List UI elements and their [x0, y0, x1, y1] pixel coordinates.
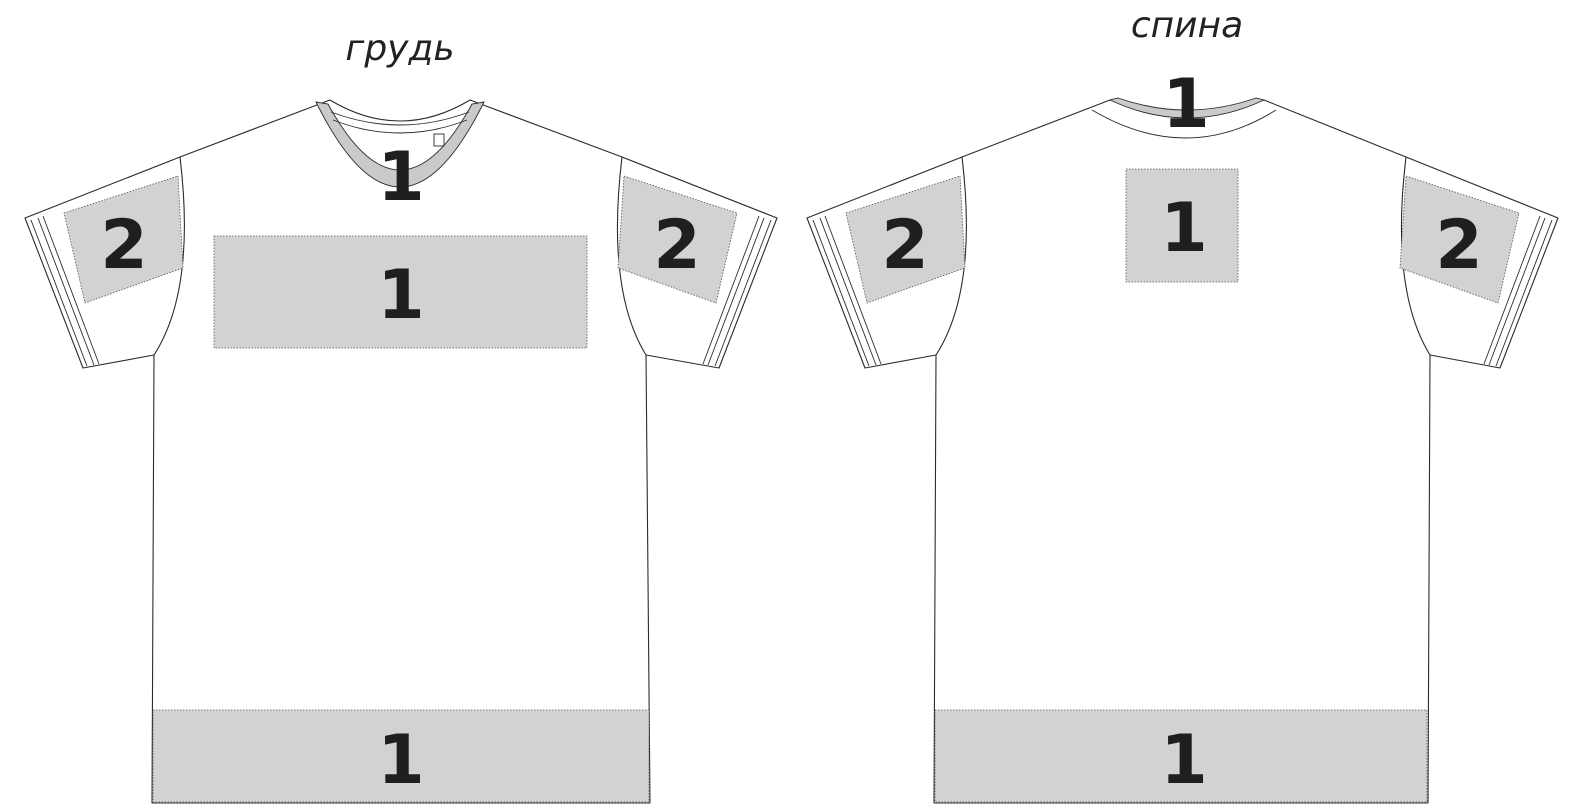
back-collar-zone [1108, 97, 1266, 119]
front-view-title: грудь [345, 28, 454, 69]
front-hem-zone [152, 709, 650, 803]
back-view-title: спина [1131, 5, 1243, 46]
front-neck-label-tag [433, 133, 445, 147]
back-view: спина 1 1 2 2 1 [806, 5, 1559, 804]
back-hem-zone [934, 709, 1428, 803]
back-left-sleeve-zone [845, 175, 966, 304]
front-right-sleeve-zone-label: 2 [653, 206, 700, 285]
front-left-sleeve-zone-label: 2 [100, 206, 147, 285]
back-upper-zone-label: 1 [1160, 189, 1207, 268]
front-right-sleeve-zone [617, 175, 738, 304]
front-collar-zone-label: 1 [377, 138, 424, 217]
back-upper-zone [1125, 168, 1239, 283]
back-hem-zone-label: 1 [1160, 721, 1207, 800]
front-hem-zone-label: 1 [377, 721, 424, 800]
back-left-sleeve-zone-label: 2 [881, 206, 928, 285]
back-right-sleeve-zone-label: 2 [1435, 206, 1482, 285]
front-collar-zone [315, 101, 485, 188]
front-view: грудь 1 1 2 2 1 [24, 28, 778, 804]
front-chest-zone-label: 1 [377, 256, 424, 335]
back-right-sleeve-zone [1399, 175, 1520, 304]
front-chest-zone [213, 235, 588, 349]
front-left-sleeve-zone [63, 175, 184, 304]
back-collar-zone-label: 1 [1162, 65, 1209, 144]
